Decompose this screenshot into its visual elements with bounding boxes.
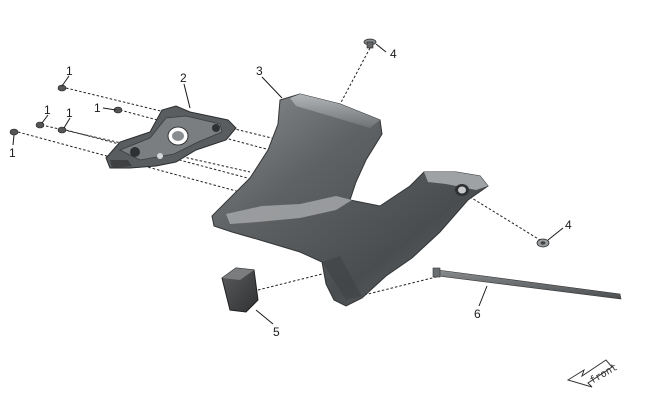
- callout-6: 6: [474, 307, 481, 321]
- screw-icon: [35, 121, 45, 129]
- side-cover: [211, 93, 489, 307]
- callout-1: 1: [44, 103, 51, 117]
- callout-3: 3: [256, 64, 263, 78]
- front-direction-indicator: front: [566, 359, 620, 388]
- bolt-icon: [536, 238, 550, 248]
- callout-1: 1: [66, 106, 73, 120]
- leader-lines: [12, 43, 564, 325]
- rubber-pad: [221, 267, 259, 313]
- callout-4: 4: [390, 47, 397, 61]
- screws: [9, 84, 123, 136]
- callout-1: 1: [66, 64, 73, 78]
- callout-4: 4: [565, 218, 572, 232]
- callout-2: 2: [180, 71, 187, 85]
- screw-icon: [9, 128, 19, 136]
- rod: [432, 267, 622, 300]
- callout-1: 1: [94, 101, 101, 115]
- bolt-icon: [363, 38, 377, 49]
- screw-icon: [57, 84, 67, 92]
- callout-1: 1: [9, 146, 16, 160]
- screw-icon: [57, 126, 67, 134]
- mounting-bracket: [105, 105, 237, 169]
- callout-5: 5: [273, 325, 280, 339]
- front-arrow-icon: [566, 359, 613, 388]
